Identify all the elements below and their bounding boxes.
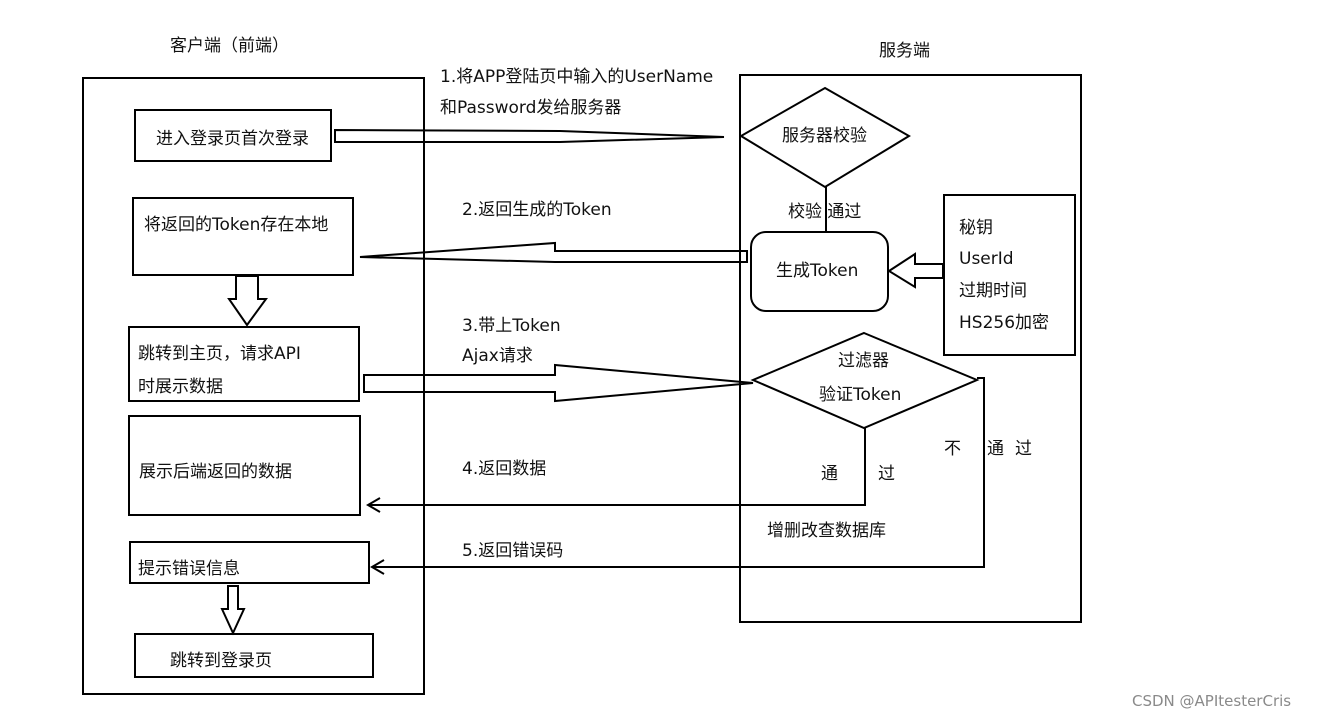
show-data-text: 展示后端返回的数据 bbox=[139, 462, 292, 482]
step2-label: 2.返回生成的Token bbox=[462, 200, 612, 220]
goto-login-text: 跳转到登录页 bbox=[170, 651, 272, 671]
arrow-step5-head bbox=[370, 559, 385, 575]
pass-label-left: 通 bbox=[821, 464, 838, 484]
token-param-expiry: 过期时间 bbox=[959, 281, 1027, 301]
home-request-line2: 时展示数据 bbox=[138, 377, 223, 397]
arrow-error-to-login bbox=[220, 585, 246, 636]
home-request-line1: 跳转到主页，请求API bbox=[138, 344, 301, 364]
step3-label-line1: 3.带上Token bbox=[462, 316, 561, 336]
arrow-store-to-home bbox=[227, 275, 268, 327]
no-pass-label-2: 通 bbox=[987, 439, 1004, 459]
arrow-step3 bbox=[363, 363, 754, 403]
box-first-login bbox=[134, 109, 332, 162]
no-pass-label-1: 不 bbox=[944, 439, 961, 459]
no-pass-label-3: 过 bbox=[1015, 439, 1032, 459]
box-show-data bbox=[128, 415, 361, 516]
box-goto-login bbox=[134, 633, 374, 678]
arrow-step4-head bbox=[366, 497, 381, 513]
first-login-text: 进入登录页首次登录 bbox=[156, 129, 309, 149]
token-param-hs256: HS256加密 bbox=[959, 313, 1050, 333]
pass-label-right: 过 bbox=[878, 464, 895, 484]
client-title: 客户端（前端） bbox=[170, 36, 289, 56]
token-param-userid: UserId bbox=[959, 249, 1014, 269]
arrow-step4-line bbox=[368, 428, 866, 506]
arrow-params-to-token bbox=[887, 252, 944, 289]
step1-label-line2: 和Password发给服务器 bbox=[440, 98, 622, 118]
crud-db-text: 增删改查数据库 bbox=[767, 521, 886, 541]
box-store-token bbox=[132, 197, 354, 276]
box-home-request bbox=[128, 326, 360, 402]
token-param-secret: 秘钥 bbox=[959, 218, 993, 238]
arrow-step1 bbox=[334, 128, 725, 143]
arrow-step2 bbox=[359, 241, 748, 263]
arrow-step5-line bbox=[372, 377, 985, 568]
server-title: 服务端 bbox=[879, 41, 930, 61]
filter-line1: 过滤器 bbox=[838, 351, 889, 371]
verify-pass-text: 校验 通过 bbox=[788, 202, 862, 222]
step3-label-line2: Ajax请求 bbox=[462, 346, 533, 366]
server-container bbox=[739, 74, 1082, 623]
show-error-text: 提示错误信息 bbox=[138, 559, 240, 579]
csdn-watermark: CSDN @APItesterCris bbox=[1132, 692, 1292, 710]
server-verify-text: 服务器校验 bbox=[782, 126, 867, 146]
step1-label-line1: 1.将APP登陆页中输入的UserName bbox=[440, 67, 714, 87]
generate-token-text: 生成Token bbox=[776, 261, 859, 281]
store-token-text: 将返回的Token存在本地 bbox=[144, 215, 329, 235]
step4-label: 4.返回数据 bbox=[462, 459, 547, 479]
client-container bbox=[82, 77, 425, 695]
step5-label: 5.返回错误码 bbox=[462, 541, 564, 561]
box-show-error bbox=[129, 541, 370, 584]
filter-line2: 验证Token bbox=[819, 385, 902, 405]
